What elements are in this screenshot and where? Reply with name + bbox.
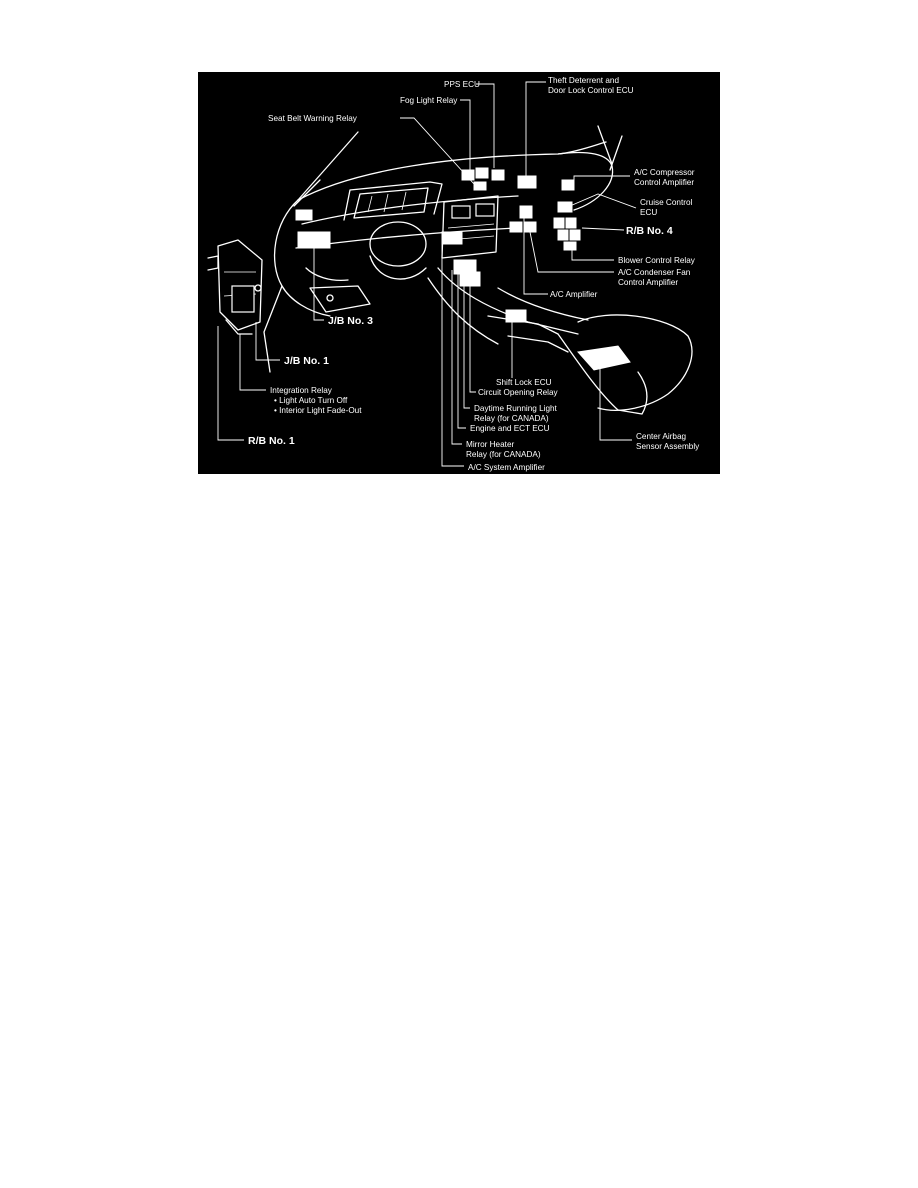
rb-no4-cell-3: [558, 230, 568, 240]
ac-condenser-box: [524, 222, 536, 232]
label-integration-item-1: • Light Auto Turn Off: [274, 396, 348, 405]
label-jb-no1: J/B No. 1: [284, 355, 329, 367]
label-mirror-heater-1: Mirror Heater: [466, 440, 514, 449]
circuit-opening-box: [460, 272, 480, 286]
label-jb-no3: J/B No. 3: [328, 315, 373, 327]
theft-deterrent-ecu-box: [518, 176, 536, 188]
rb-no4-cell-2: [566, 218, 576, 228]
label-daytime-running-2: Relay (for CANADA): [474, 414, 549, 423]
label-ac-condenser-2: Control Amplifier: [618, 278, 678, 287]
cruise-ecu-box: [558, 202, 572, 212]
seat-belt-box: [296, 210, 312, 220]
label-cruise-control-1: Cruise Control: [640, 198, 693, 207]
pps-ecu-box: [476, 168, 488, 178]
label-integration-item-2: • Interior Light Fade-Out: [274, 406, 362, 415]
label-ac-condenser-1: A/C Condenser Fan: [618, 268, 691, 277]
center-airbag-box: [578, 346, 630, 370]
label-ac-system-amplifier: A/C System Amplifier: [468, 463, 545, 472]
label-daytime-running-1: Daytime Running Light: [474, 404, 558, 413]
label-theft-deterrent-1: Theft Deterrent and: [548, 76, 619, 85]
label-ac-compressor-2: Control Amplifier: [634, 178, 694, 187]
label-pps-ecu: PPS ECU: [444, 80, 480, 89]
label-center-airbag-1: Center Airbag: [636, 432, 687, 441]
label-blower-control-relay: Blower Control Relay: [618, 256, 696, 265]
rb-no4-cell-4: [570, 230, 580, 240]
label-engine-ect-ecu: Engine and ECT ECU: [470, 424, 550, 433]
label-center-airbag-2: Sensor Assembly: [636, 442, 700, 451]
blower-relay-box: [564, 242, 576, 250]
rb-no1-box: [232, 286, 254, 312]
label-cruise-control-2: ECU: [640, 208, 657, 217]
center-stack-module: [442, 232, 462, 244]
label-rb-no1: R/B No. 1: [248, 435, 295, 447]
seat-belt-relay-box: [474, 182, 486, 190]
label-shift-lock-ecu: Shift Lock ECU: [496, 378, 552, 387]
shift-lock-ecu-box: [506, 310, 526, 322]
rb-no4-cell-1: [554, 218, 564, 228]
ac-amplifier-box-2: [510, 222, 522, 232]
label-theft-deterrent-2: Door Lock Control ECU: [548, 86, 634, 95]
jb-no3-box: [298, 232, 330, 248]
component-shapes: [296, 168, 630, 370]
label-rb-no4: R/B No. 4: [626, 225, 673, 237]
label-seat-belt-warning-relay: Seat Belt Warning Relay: [268, 114, 358, 123]
label-fog-light-relay: Fog Light Relay: [400, 96, 458, 105]
fog-light-relay-box: [462, 170, 474, 180]
diagram-canvas: PPS ECU Theft Deterrent and Door Lock Co…: [198, 72, 720, 474]
label-circuit-opening-relay: Circuit Opening Relay: [478, 388, 559, 397]
label-mirror-heater-2: Relay (for CANADA): [466, 450, 541, 459]
dashboard-component-location-diagram: PPS ECU Theft Deterrent and Door Lock Co…: [198, 72, 720, 474]
label-integration-relay: Integration Relay: [270, 386, 333, 395]
pps-ecu-box-2: [492, 170, 504, 180]
ac-compressor-box: [562, 180, 574, 190]
center-vent-right: [476, 204, 494, 216]
ac-amplifier-box: [520, 206, 532, 218]
center-vent-left: [452, 206, 470, 218]
label-ac-amplifier: A/C Amplifier: [550, 290, 598, 299]
label-ac-compressor-1: A/C Compressor: [634, 168, 695, 177]
